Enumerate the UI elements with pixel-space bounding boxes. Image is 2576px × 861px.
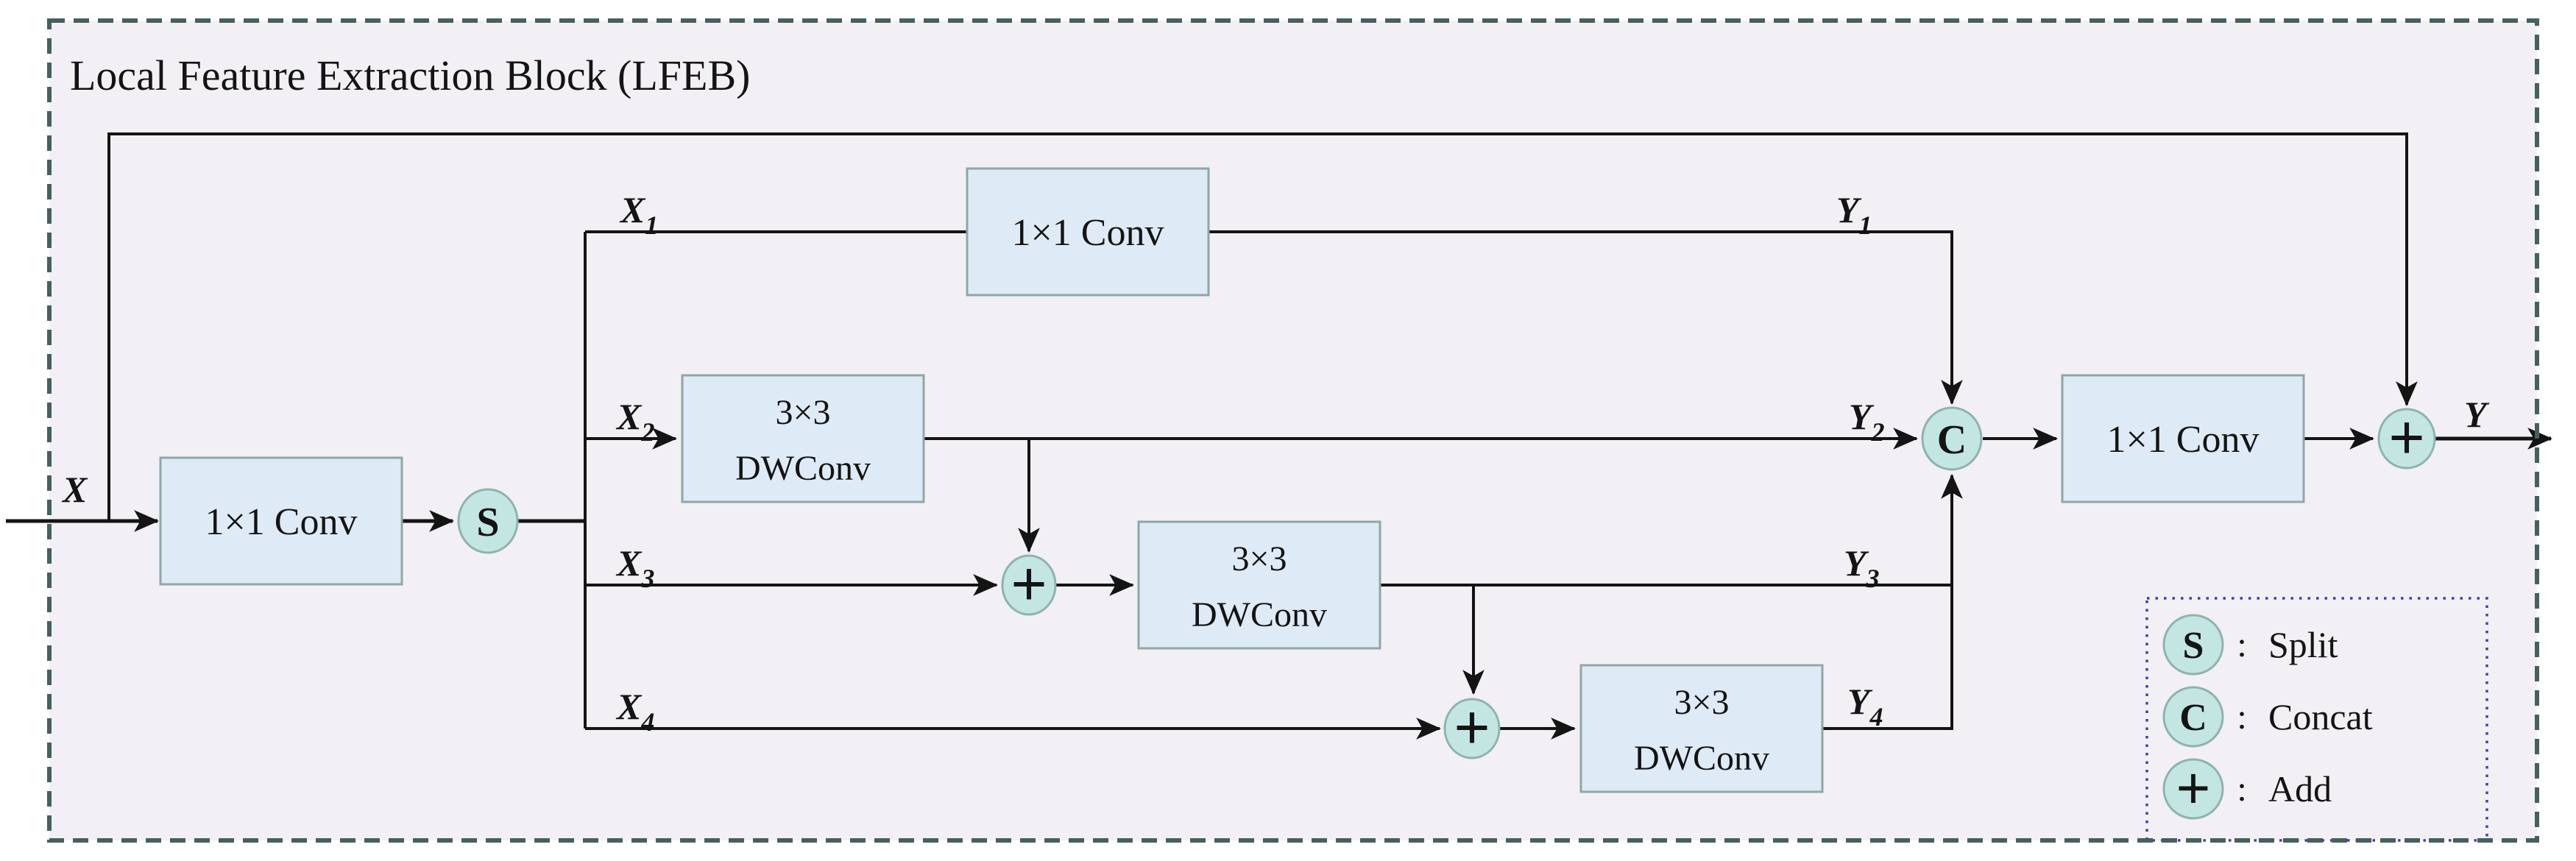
add-node-branch4 — [1443, 698, 1501, 759]
edge-residual-skip — [107, 132, 2418, 521]
add-node-branch3-symbol: + — [1011, 549, 1047, 618]
legend-add-symbol: + — [2176, 755, 2211, 821]
branch4-dwconv-box — [1579, 664, 1824, 793]
branch4-dwconv-line1: 3×3 — [1674, 683, 1729, 722]
branch2-dwconv-box — [681, 374, 925, 503]
add-node-branch4-symbol: + — [1454, 692, 1490, 762]
legend-split-icon — [2162, 614, 2224, 676]
label-y3: Y3 — [1844, 542, 1880, 593]
output-conv-box — [2061, 374, 2305, 503]
branch4-dwconv-line2: DWConv — [1634, 739, 1769, 778]
legend: S : Split C : Concat + : Add — [2145, 597, 2488, 842]
legend-split-colon: : — [2237, 626, 2246, 665]
legend-border — [2145, 597, 2488, 842]
legend-split-label: Split — [2268, 624, 2338, 665]
branch1-conv-box — [966, 167, 1210, 297]
label-y1: Y1 — [1836, 189, 1872, 240]
label-x4: X4 — [615, 686, 654, 737]
connectors — [6, 132, 2553, 740]
legend-add-label: Add — [2268, 768, 2332, 809]
edge-y1-to-concat — [1209, 230, 1963, 405]
branch3-dwconv-line1: 3×3 — [1231, 539, 1287, 578]
branch2-dwconv-line1: 3×3 — [775, 393, 830, 432]
label-output-y: Y — [2464, 394, 2490, 435]
edge-y4-collector-to-concat — [1822, 473, 1963, 730]
branch3-dwconv-box — [1137, 520, 1381, 650]
label-x2: X2 — [615, 396, 654, 447]
label-y2: Y2 — [1849, 396, 1885, 447]
legend-concat-symbol: C — [2179, 697, 2207, 739]
legend-add-icon — [2162, 758, 2224, 820]
branch1-conv-label: 1×1 Conv — [1011, 212, 1164, 254]
concat-node — [1921, 406, 1983, 471]
legend-split-symbol: S — [2183, 625, 2204, 667]
label-y4: Y4 — [1847, 681, 1883, 731]
block-title: Local Feature Extraction Block (LFEB) — [70, 52, 751, 99]
label-x1: X1 — [619, 189, 658, 240]
input-conv-box — [159, 456, 403, 586]
legend-add-colon: : — [2237, 770, 2246, 809]
branch2-dwconv-line2: DWConv — [735, 449, 871, 488]
legend-concat-colon: : — [2237, 698, 2246, 737]
concat-node-letter: C — [1937, 417, 1967, 463]
lfeb-dashed-border — [47, 18, 2539, 843]
add-node-output-symbol: + — [2388, 403, 2424, 472]
label-input-x: X — [61, 469, 88, 510]
label-x3: X3 — [615, 542, 654, 593]
tensor-labels: X X1 X2 X3 X4 Y1 Y2 Y3 Y4 Y — [61, 189, 2490, 737]
split-node — [457, 488, 519, 554]
input-conv-label: 1×1 Conv — [205, 501, 357, 543]
split-node-letter: S — [476, 500, 499, 545]
branch3-dwconv-line2: DWConv — [1192, 595, 1327, 634]
legend-concat-label: Concat — [2268, 696, 2373, 737]
legend-concat-icon — [2162, 686, 2224, 748]
operator-nodes: S + + C + — [457, 403, 2436, 762]
output-conv-label: 1×1 Conv — [2106, 419, 2259, 461]
add-node-branch3 — [1001, 554, 1057, 616]
add-node-output — [2377, 408, 2436, 470]
conv-boxes: 1×1 Conv 1×1 Conv 3×3 DWConv 3×3 DWConv … — [159, 167, 2305, 793]
